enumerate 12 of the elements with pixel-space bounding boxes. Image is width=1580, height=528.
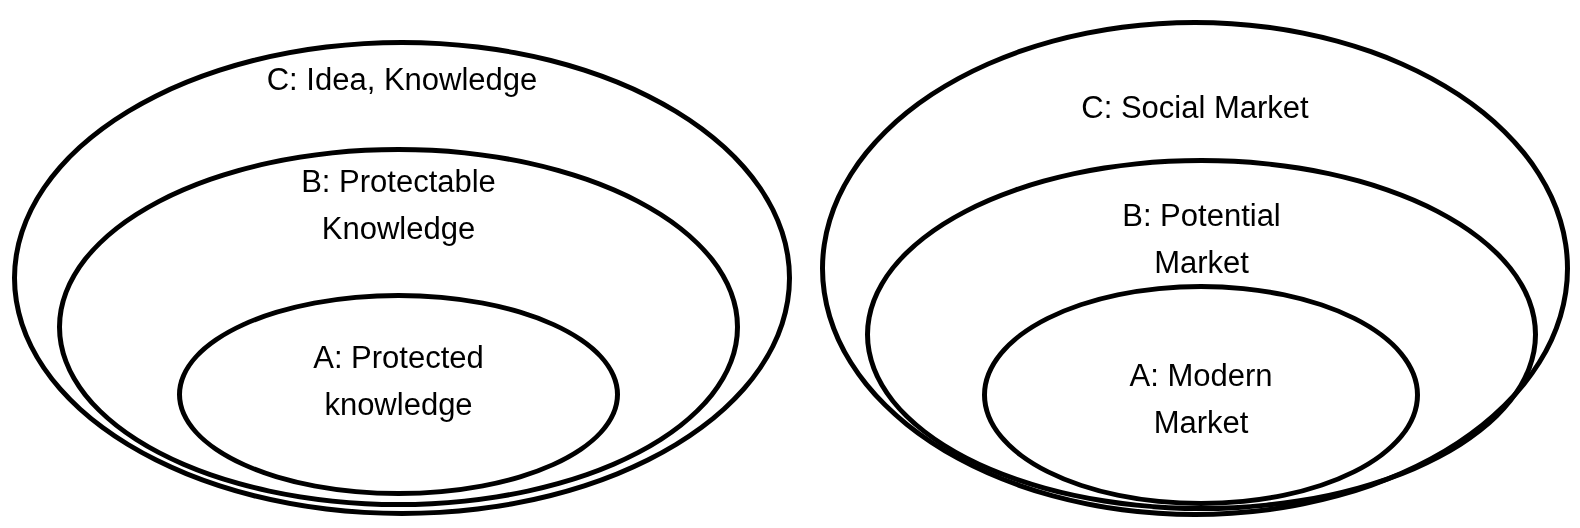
region-label: C: Idea, Knowledge [265,61,539,99]
ellipse-region [57,147,740,507]
region-label: A: Protected knowledge [312,339,485,424]
ellipse-region [820,20,1570,517]
region-label: B: Protectable Knowledge [300,163,497,248]
ellipse-region [177,293,620,496]
region-label: C: Social Market [1080,89,1310,127]
ellipse-region [12,40,792,516]
ellipse-region [982,284,1420,506]
region-label: A: Modern Market [1128,357,1274,442]
region-label: B: Potential Market [1121,197,1282,282]
ellipse-region [865,158,1538,511]
